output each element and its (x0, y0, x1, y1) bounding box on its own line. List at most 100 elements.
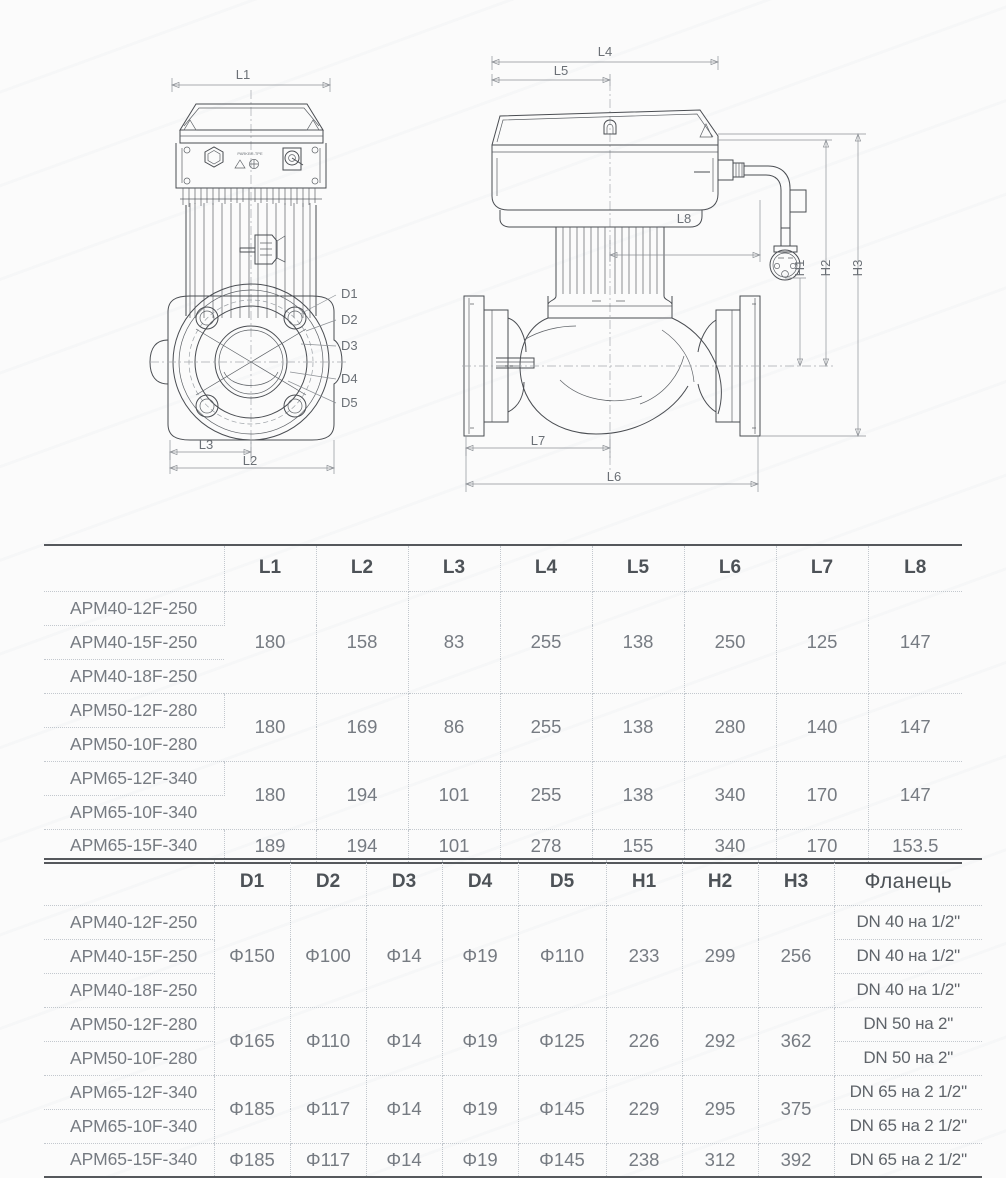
dia-col-h3: H3 (758, 859, 835, 906)
table-row: APM65-12F-340 180 194 101 255 138 340 17… (44, 761, 962, 830)
value-l5: 155 (592, 829, 685, 863)
model-name: APM65-10F-340 (44, 1109, 215, 1144)
value-l8: 147 (868, 591, 962, 694)
dimension-label-H3: H3 (850, 260, 865, 277)
value-l7: 170 (776, 829, 869, 863)
table-row: APM65-15F-340 Φ185 Φ117 Φ14 Φ19 Φ145 238… (44, 1143, 982, 1177)
value-l7: 170 (776, 761, 869, 830)
dimension-L1: L1 (170, 67, 332, 92)
dim-col-l6: L6 (684, 545, 777, 592)
table-row: APM40-18F-250 DN 40 на 1/2" (44, 973, 982, 1008)
dia-col-d1: D1 (214, 859, 291, 906)
value-flange: DN 65 на 2 1/2" (849, 1149, 968, 1169)
value-l6: 250 (684, 591, 777, 694)
value-l6: 340 (684, 829, 777, 863)
model-name: APM40-12F-250 (44, 905, 215, 940)
pump-volute-body (496, 317, 722, 435)
value-d2: Φ117 (290, 1143, 367, 1177)
callout-label-D1: D1 (341, 286, 358, 301)
model-name: APM65-15F-340 (44, 829, 225, 863)
dia-col-d4: D4 (442, 859, 519, 906)
model-name: APM65-12F-340 (44, 761, 225, 796)
value-l5: 138 (592, 591, 685, 694)
dim-col-model (44, 545, 225, 592)
model-name: APM50-10F-280 (44, 727, 224, 762)
value-d3: Φ14 (366, 1075, 443, 1144)
value-d1: Φ185 (214, 1075, 291, 1144)
dim-col-l5: L5 (592, 545, 685, 592)
front-view: L1 PARKER-TPE (149, 67, 358, 474)
dimension-label-L4: L4 (598, 44, 612, 59)
value-d3: Φ14 (366, 1007, 443, 1076)
value-d4: Φ19 (442, 1143, 519, 1177)
model-name: APM50-12F-280 (44, 1007, 215, 1042)
value-l2: 194 (316, 761, 409, 830)
value-h2: 295 (682, 1075, 759, 1144)
value-h1: 226 (606, 1007, 683, 1076)
control-box-side (491, 109, 719, 228)
value-h3: 375 (758, 1075, 835, 1144)
value-d4: Φ19 (442, 1075, 519, 1144)
table-row: APM50-12F-280 Φ165 Φ110 Φ14 Φ19 Φ125 226… (44, 1007, 982, 1076)
technical-drawing: L1 PARKER-TPE (0, 0, 1006, 520)
table-row: APM40-15F-250 (44, 625, 962, 660)
dimension-label-L1: L1 (236, 67, 250, 82)
value-l6: 340 (684, 761, 777, 830)
table-row: APM65-10F-340 DN 65 на 2 1/2" (44, 1109, 982, 1144)
value-h3: 392 (758, 1143, 835, 1177)
dimension-label-H2: H2 (818, 260, 833, 277)
dim-col-l7: L7 (776, 545, 869, 592)
dimension-label-L6: L6 (607, 469, 621, 484)
diameters-table-container: D1 D2 D3 D4 D5 H1 H2 H3 Фланець APM40-12… (44, 858, 982, 1178)
value-l2: 158 (316, 591, 409, 694)
value-flange: DN 40 на 1/2" (834, 905, 982, 940)
value-h1: 229 (606, 1075, 683, 1144)
dimension-label-H1: H1 (792, 260, 807, 277)
table-row: APM65-15F-340 189 194 101 278 155 340 17… (44, 829, 962, 863)
dimension-label-L5: L5 (554, 63, 568, 78)
value-flange: DN 40 на 1/2" (834, 973, 982, 1008)
dim-col-l8: L8 (868, 545, 962, 592)
dimension-L8: L8 (608, 200, 762, 262)
value-l7: 125 (776, 591, 869, 694)
callout-label-D5: D5 (341, 395, 358, 410)
table-row: APM40-12F-250 Φ150 Φ100 Φ14 Φ19 Φ110 233… (44, 905, 982, 1008)
table-row: APM50-10F-280 DN 50 на 2" (44, 1041, 982, 1076)
motor-terminal-pins (180, 188, 322, 207)
value-flange: DN 65 на 2 1/2" (834, 1075, 982, 1110)
value-h3: 362 (758, 1007, 835, 1076)
model-name: APM40-15F-250 (44, 939, 215, 974)
table-row: APM40-15F-250 DN 40 на 1/2" (44, 939, 982, 974)
dimension-L5: L5 (490, 63, 612, 86)
dia-col-d2: D2 (290, 859, 367, 906)
dimension-label-L8: L8 (677, 211, 691, 226)
value-l3: 83 (408, 591, 501, 694)
value-l1: 180 (224, 591, 317, 694)
dia-col-d3: D3 (366, 859, 443, 906)
table-row: APM50-12F-280 180 169 86 255 138 280 140… (44, 693, 962, 762)
value-l4: 278 (500, 829, 593, 863)
table-row: APM65-12F-340 Φ185 Φ117 Φ14 Φ19 Φ145 229… (44, 1075, 982, 1144)
value-d5: Φ145 (518, 1075, 607, 1144)
value-l6: 280 (684, 693, 777, 762)
value-h1: 238 (606, 1143, 683, 1177)
value-l7: 140 (776, 693, 869, 762)
dimension-H2: H2 (718, 138, 833, 368)
motor-heatsink-fins (185, 203, 317, 318)
model-name: APM40-18F-250 (44, 973, 215, 1008)
value-d5: Φ125 (518, 1007, 607, 1076)
table-row: APM40-18F-250 (44, 659, 962, 694)
model-name: APM65-10F-340 (44, 795, 224, 830)
value-l5: 138 (592, 693, 685, 762)
value-d2: Φ117 (290, 1075, 367, 1144)
dimensions-table-header-row: L1 L2 L3 L4 L5 L6 L7 L8 (44, 545, 962, 592)
dimensions-table-container: L1 L2 L3 L4 L5 L6 L7 L8 APM40-12F-250 18… (44, 544, 962, 864)
callouts-D1-D5: D1 D2 D3 D4 D5 (287, 286, 358, 410)
dimension-label-L2: L2 (243, 453, 257, 468)
value-l1: 180 (224, 761, 317, 830)
dim-col-l1: L1 (224, 545, 317, 592)
value-l8: 147 (868, 693, 962, 762)
value-h1: 233 (606, 905, 683, 1008)
value-h2: 292 (682, 1007, 759, 1076)
dia-col-h1: H1 (606, 859, 683, 906)
